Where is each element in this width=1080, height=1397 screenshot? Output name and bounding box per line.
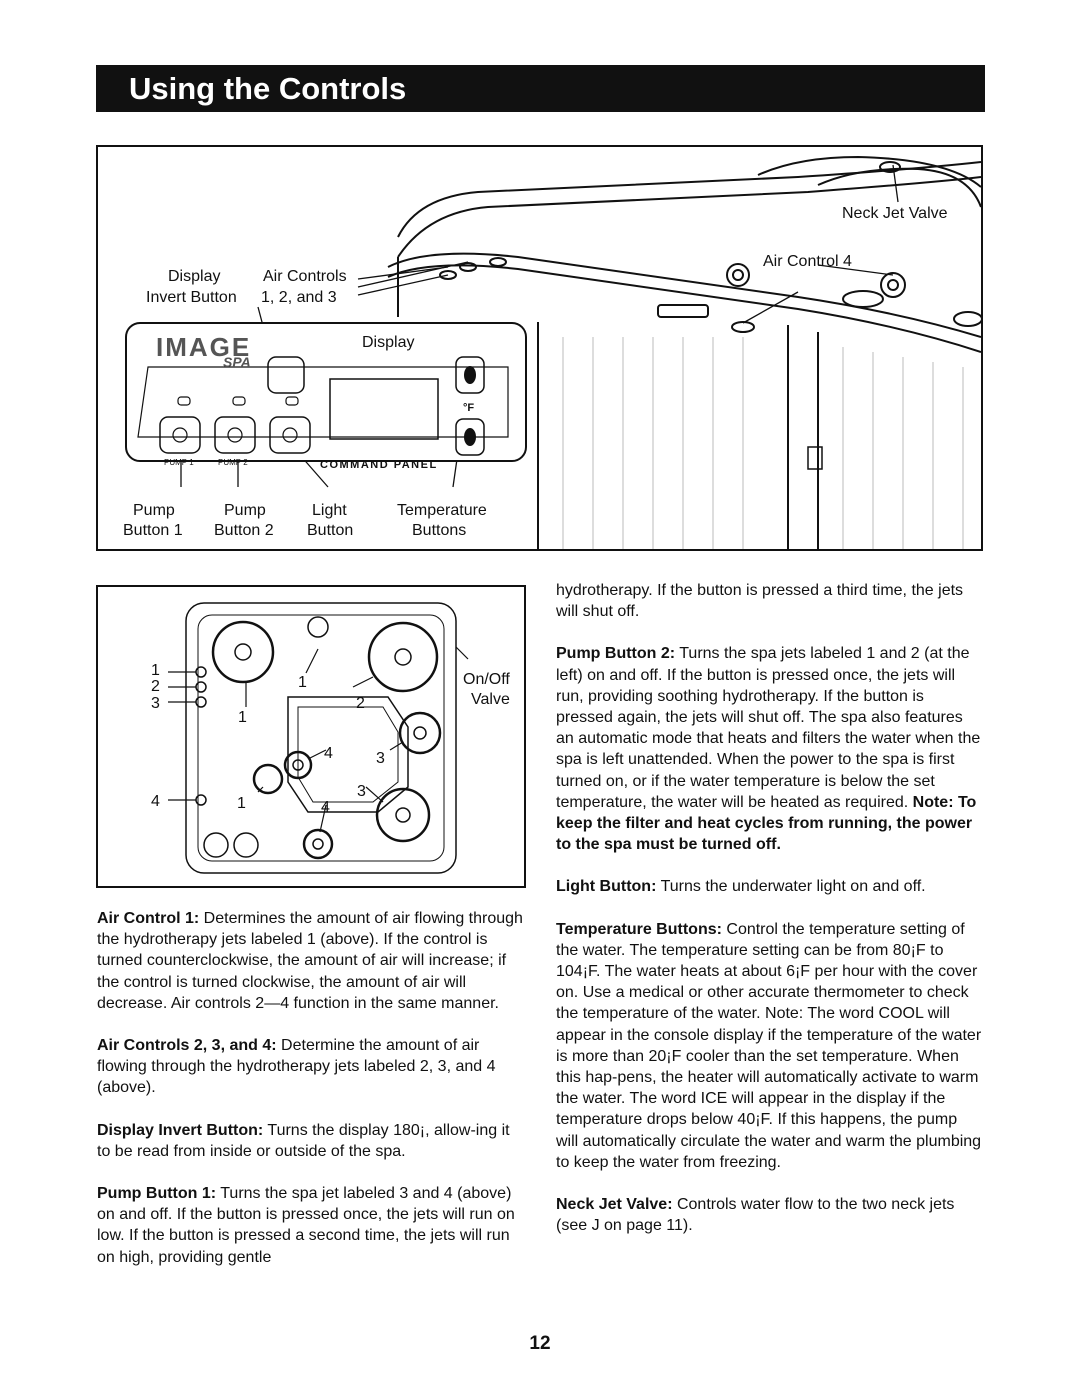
air-controls-234-paragraph: Air Controls 2, 3, and 4: Determine the … [97, 1035, 525, 1099]
light-label-1: Light [312, 502, 347, 519]
display-invert-label-1: Display [168, 268, 221, 285]
jet-label-3a: 3 [376, 750, 385, 767]
page-number: 12 [529, 1333, 551, 1354]
air-controls-234-heading: Air Controls 2, 3, and 4: [97, 1037, 277, 1055]
jet-label-4b: 4 [321, 799, 330, 816]
side-number-3: 3 [151, 695, 160, 712]
light-label-2: Button [307, 522, 354, 539]
temperature-buttons-text: Control the temperature setting of the w… [556, 920, 982, 1171]
jet-label-2: 2 [356, 695, 365, 712]
pump-button-2-heading: Pump Button 2: [556, 645, 676, 663]
neck-jet-valve-heading: Neck Jet Valve: [556, 1196, 673, 1214]
air-controls-label-1: Air Controls [263, 268, 347, 285]
pump2-panel-text: PUMP 2 [218, 458, 248, 467]
air-controls-label-2: 1, 2, and 3 [261, 289, 337, 306]
pump1-panel-text: PUMP 1 [164, 458, 194, 467]
pump2-label-2: Button 2 [214, 522, 274, 539]
spa-topview-illustration [168, 602, 469, 874]
pump-button-2-note: Note: To keep the filter and heat cycles… [556, 793, 977, 854]
pump1-label-2: Button 1 [123, 522, 183, 539]
display-invert-text: Turns the display 180¡, allow-ing it to … [97, 1121, 510, 1160]
side-number-1: 1 [151, 662, 160, 679]
pump1-label-1: Pump [133, 502, 175, 519]
air-control-1-heading: Air Control 1: [97, 910, 200, 927]
on-off-valve-label-1: On/Off [463, 671, 510, 688]
temperature-label-1: Temperature [397, 502, 487, 519]
neck-jet-valve-label: Neck Jet Valve [842, 205, 948, 222]
pump-button-2-text: Turns the spa jets labeled 1 and 2 (at t… [556, 645, 981, 811]
controls-figure: IMAGE SPA PUMP 1 PUMP 2 COMMAND PANEL °F… [96, 145, 983, 551]
left-text-column: Air Control 1: Determines the amount of … [97, 908, 525, 1289]
light-button-paragraph: Light Button: Turns the underwater light… [556, 876, 982, 897]
jet-label-1b: 1 [238, 709, 247, 726]
neck-jet-valve-text: Controls water flow to the two neck jets… [556, 1196, 955, 1235]
light-button-text: Turns the underwater light on and off. [656, 878, 926, 896]
side-number-4: 4 [151, 793, 160, 810]
air-control-1-text: Determines the amount of air flowing thr… [97, 910, 523, 1012]
jet-label-1c: 1 [237, 795, 246, 812]
jet-label-4a: 4 [324, 745, 333, 762]
command-panel-text: COMMAND PANEL [320, 459, 438, 471]
spa-logo-sub: SPA [223, 354, 251, 370]
jet-layout-figure: 1 2 3 4 1 2 1 4 3 1 4 3 On/Off Valve [96, 585, 526, 888]
side-number-2: 2 [151, 678, 160, 695]
temperature-buttons-heading: Temperature Buttons: [556, 920, 722, 938]
pump-button-1-paragraph: Pump Button 1: Turns the spa jet labeled… [97, 1183, 525, 1268]
right-text-column: hydrotherapy. If the button is pressed a… [556, 580, 982, 1257]
image-logo: IMAGE [156, 332, 252, 362]
pump-button-1-heading: Pump Button 1: [97, 1185, 217, 1203]
pump-button-1-text: Turns the spa jet labeled 3 and 4 (above… [97, 1185, 515, 1266]
temp-unit-text: °F [463, 402, 475, 414]
title-bar: Using the Controls [96, 65, 985, 112]
display-invert-heading: Display Invert Button: [97, 1121, 264, 1139]
spa-console-illustration [125, 155, 981, 549]
air-controls-234-text: Determine the amount of air flowing thro… [97, 1037, 496, 1097]
display-invert-label-2: Invert Button [146, 289, 237, 306]
jet-label-1a: 1 [298, 674, 307, 691]
neck-jet-valve-paragraph: Neck Jet Valve: Controls water flow to t… [556, 1194, 982, 1236]
pump-button-2-paragraph: Pump Button 2: Turns the spa jets labele… [556, 643, 982, 855]
pump2-label-1: Pump [224, 502, 266, 519]
on-off-valve-label-2: Valve [471, 691, 510, 708]
light-button-heading: Light Button: [556, 878, 657, 896]
display-label: Display [362, 334, 415, 351]
temperature-label-2: Buttons [412, 522, 467, 539]
jet-label-3b: 3 [357, 783, 366, 800]
air-control-1-paragraph: Air Control 1: Determines the amount of … [97, 908, 525, 1014]
display-invert-paragraph: Display Invert Button: Turns the display… [97, 1120, 525, 1162]
temperature-buttons-paragraph: Temperature Buttons: Control the tempera… [556, 919, 982, 1173]
pump-button-1-continued: hydrotherapy. If the button is pressed a… [556, 582, 964, 621]
air-control-4-label: Air Control 4 [763, 253, 852, 270]
page-title: Using the Controls [129, 71, 407, 106]
